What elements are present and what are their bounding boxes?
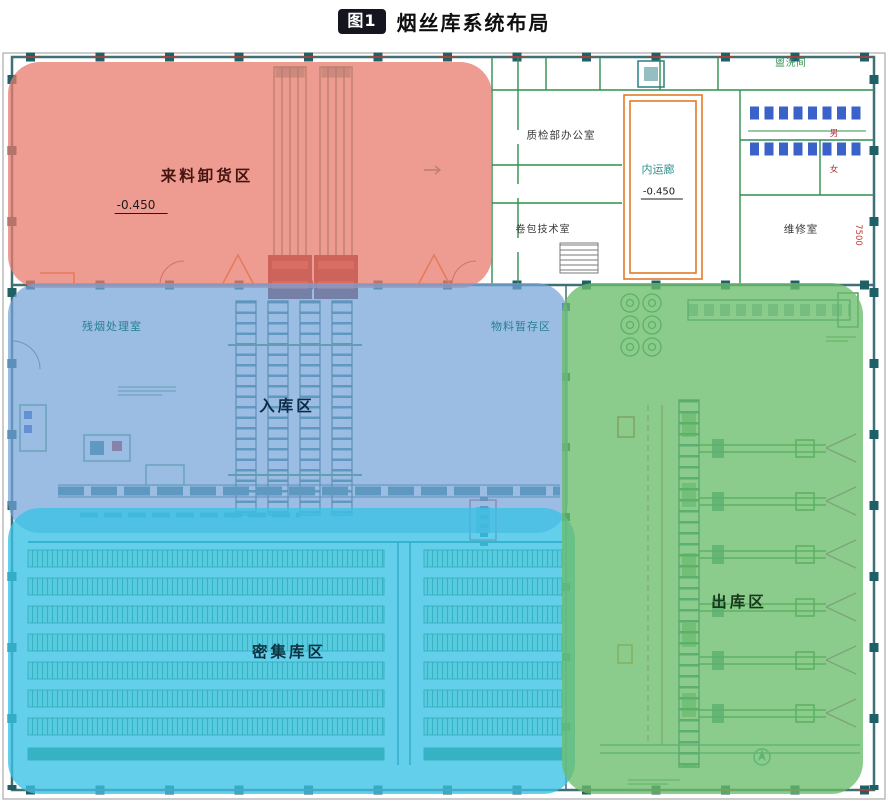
zone-unloading-label: 来料卸货区: [160, 167, 254, 185]
zone-inbound: [8, 283, 568, 533]
zone-outbound: [562, 283, 863, 794]
room-label-corridor: 内运廊: [641, 163, 675, 176]
room-label-office: 质检部办公室: [526, 129, 596, 142]
zone-unloading: [8, 62, 492, 288]
figure-badge: 图1: [338, 9, 386, 34]
zone-dense-label: 密集库区: [251, 643, 327, 661]
zone-outbound-label: 出库区: [711, 593, 767, 611]
figure-caption: 图1 烟丝库系统布局: [0, 7, 889, 36]
stairs: [559, 242, 599, 274]
washroom-fixtures: [750, 106, 866, 156]
zone-dense-storage: [8, 508, 575, 794]
corridor-lift: [637, 60, 665, 88]
room-label-staging: 物料暂存区: [491, 320, 551, 333]
room-label-tech: 卷包技术室: [515, 224, 571, 236]
corridor-elevation: -0.450: [640, 187, 684, 200]
office-block-walls: [491, 57, 874, 285]
floor-plan: 来料卸货区 -0.450 入库区 密集库区 出库区 盥洗间 质检部办公室 内运廊…: [0, 45, 889, 807]
unloading-elevation: -0.450: [114, 198, 168, 214]
room-label-sideroom: 残烟处理室: [82, 320, 142, 333]
room-label-male: 男: [829, 129, 839, 139]
dimension-text: 7500: [853, 224, 863, 246]
room-label-repair: 维修室: [783, 223, 819, 236]
corridor-outline: [623, 94, 703, 280]
figure-title: 烟丝库系统布局: [396, 11, 551, 35]
room-label-female: 女: [829, 165, 839, 175]
zone-inbound-label: 入库区: [259, 397, 315, 415]
room-label-washroom: 盥洗间: [775, 58, 807, 69]
